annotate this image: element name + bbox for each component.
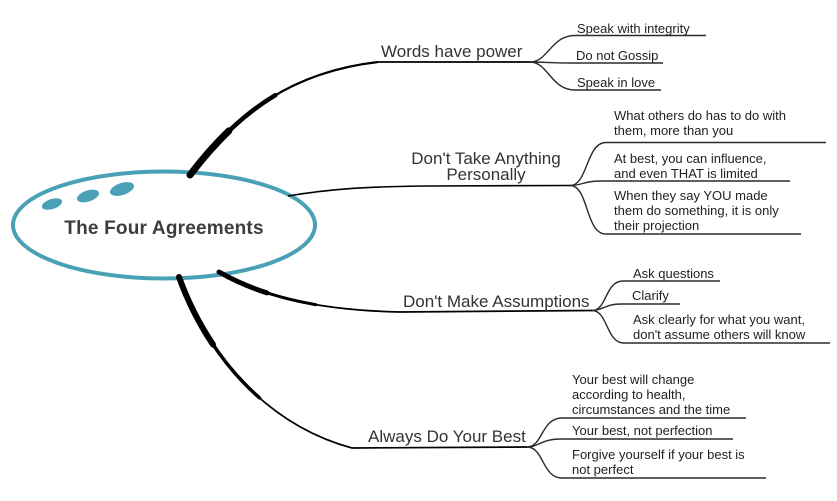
branch1-fan-connectors — [529, 34, 706, 91]
branch-topic-words-have-power[interactable]: Words have power — [381, 42, 523, 61]
branch4-fan-connectors — [526, 417, 766, 479]
branch-curve-words-have-power — [186, 58, 530, 179]
branch-topic-always-do-your-best[interactable]: Always Do Your Best — [368, 427, 526, 446]
branch-curve-always-do-your-best — [176, 274, 528, 451]
branch-curve-mid-segment — [187, 59, 381, 178]
branch-curve-thin-segment — [189, 60, 379, 176]
branch-curve-thin-segment — [218, 271, 401, 313]
branch-label-line — [399, 309, 593, 313]
branch3-fan-connectors — [591, 280, 830, 344]
subtopic-not-perfection[interactable]: Your best, not perfection — [572, 423, 713, 438]
connector-their-projection — [569, 184, 801, 235]
subtopic-speak-in-love[interactable]: Speak in love — [577, 75, 656, 90]
connector-forgive-yourself — [526, 446, 766, 479]
branch-curve-mid-segment — [217, 270, 402, 314]
branch-curve-thick-segment — [186, 58, 382, 179]
subtopic-at-best-influence[interactable]: At best, you can influence, and even THA… — [614, 151, 767, 181]
branch-curve-dont-take-personally — [287, 184, 571, 197]
connector-ask-clearly — [591, 309, 830, 344]
branch-topic-dont-take-personally[interactable]: Don't Take Anything Personally — [411, 149, 561, 184]
branch-topic-dont-make-assumptions[interactable]: Don't Make Assumptions — [403, 292, 590, 311]
subtopic-do-not-gossip[interactable]: Do not Gossip — [576, 48, 659, 63]
branch-curve-dont-make-assumptions — [216, 269, 593, 315]
branch2-fan-connectors — [569, 141, 826, 235]
connector-not-perfection — [526, 438, 733, 448]
subtopic-clarify[interactable]: Clarify — [632, 288, 669, 303]
branch-curve-mid-segment — [177, 275, 354, 450]
branch-label-line — [351, 446, 528, 449]
decor-dot-small — [41, 198, 63, 210]
connector-what-others-do — [569, 141, 826, 187]
branch-curve-thick-segment — [216, 269, 403, 315]
decor-dot-medium — [76, 189, 100, 203]
subtopic-what-others-do[interactable]: What others do has to do with them, more… — [614, 108, 786, 138]
central-topic[interactable]: The Four Agreements — [64, 218, 264, 239]
subtopic-forgive-yourself[interactable]: Forgive yourself if your best is not per… — [572, 447, 745, 477]
subtopic-their-projection[interactable]: When they say YOU made them do something… — [614, 188, 779, 233]
decor-dot-large — [109, 182, 135, 196]
branch-curve-thin-segment — [178, 276, 353, 449]
subtopic-ask-clearly[interactable]: Ask clearly for what you want, don't ass… — [633, 312, 806, 342]
connector-speak-in-love — [529, 61, 661, 91]
branch-curve-thick-segment — [176, 274, 355, 451]
subtopic-ask-questions[interactable]: Ask questions — [633, 266, 714, 281]
branch-label-line — [287, 184, 571, 197]
subtopic-speak-with-integrity[interactable]: Speak with integrity — [577, 21, 690, 36]
connector-speak-with-integrity — [529, 34, 706, 63]
connector-clarify — [591, 303, 680, 312]
connector-at-best-influence — [569, 180, 790, 187]
subtopic-best-will-change[interactable]: Your best will change according to healt… — [572, 372, 731, 417]
